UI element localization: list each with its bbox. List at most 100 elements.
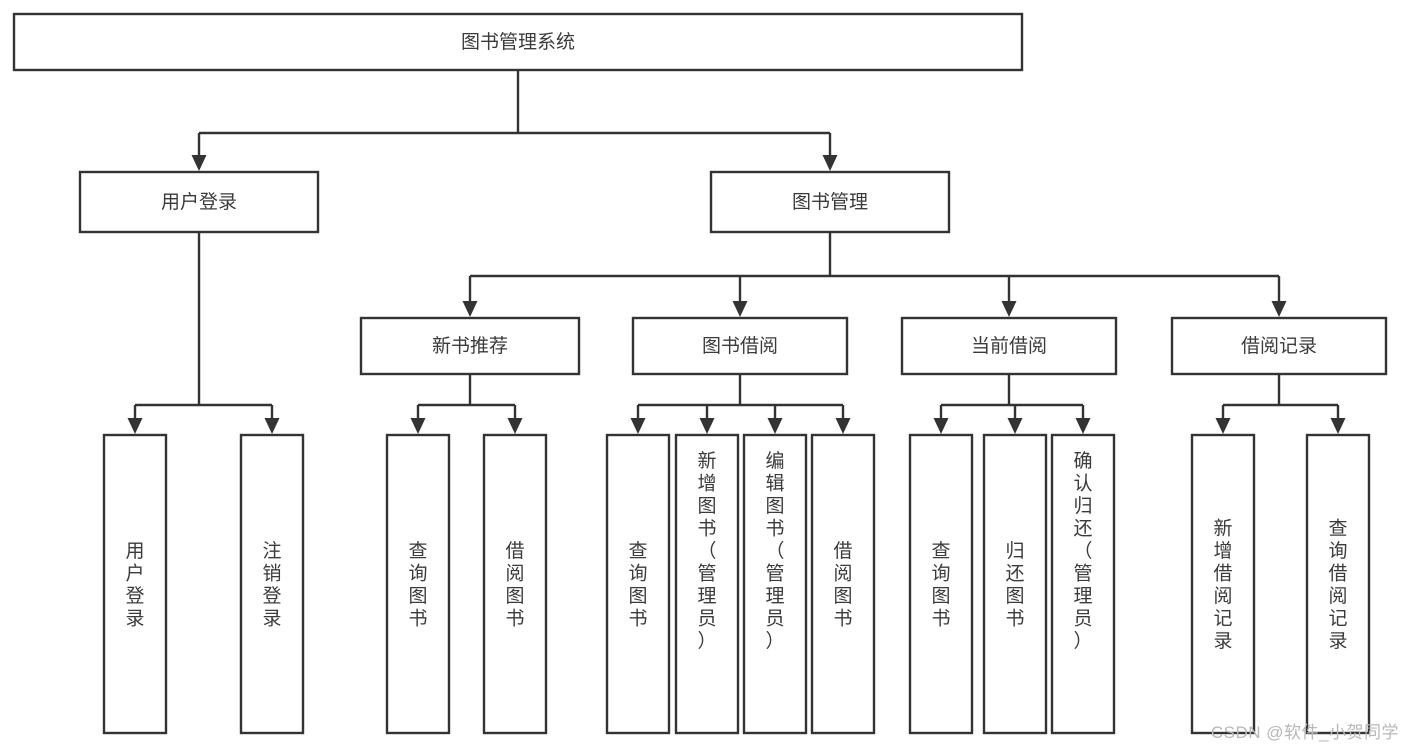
node-new-book-recommend[interactable]: 新书推荐 <box>359 316 581 376</box>
svg-text:借: 借 <box>833 540 852 562</box>
svg-text:借: 借 <box>1328 563 1347 585</box>
svg-text:（: （ <box>697 540 716 562</box>
node-label: 新书推荐 <box>432 335 508 357</box>
svg-text:增: 增 <box>697 473 716 495</box>
svg-text:借: 借 <box>505 540 524 562</box>
svg-text:（: （ <box>765 540 784 562</box>
svg-text:确: 确 <box>1073 450 1092 472</box>
svg-text:阅: 阅 <box>1213 585 1232 607</box>
svg-text:员: 员 <box>1073 609 1092 630</box>
node-root[interactable]: 图书管理系统 <box>12 12 1024 72</box>
svg-text:还: 还 <box>1005 563 1024 585</box>
svg-text:归: 归 <box>1005 540 1024 562</box>
svg-text:询: 询 <box>628 563 647 585</box>
node-book-manage[interactable]: 图书管理 <box>709 170 951 234</box>
svg-text:记: 记 <box>1213 608 1232 630</box>
connector-conn-borrow-to-leaves <box>630 374 851 434</box>
svg-text:阅: 阅 <box>833 563 852 585</box>
svg-text:查: 查 <box>931 540 950 562</box>
svg-text:还: 还 <box>1073 518 1092 540</box>
node-label: 图书借阅 <box>702 335 778 357</box>
svg-text:书: 书 <box>765 518 784 540</box>
svg-text:阅: 阅 <box>505 563 524 585</box>
svg-text:）: ） <box>697 630 716 652</box>
svg-text:销: 销 <box>262 563 281 585</box>
svg-text:询: 询 <box>408 563 427 585</box>
svg-text:录: 录 <box>125 609 144 630</box>
node-book-borrow[interactable]: 图书借阅 <box>631 316 849 376</box>
node-user-login[interactable]: 用户登录 <box>78 170 320 234</box>
svg-text:理: 理 <box>697 586 716 607</box>
svg-text:书: 书 <box>505 608 524 630</box>
svg-text:图: 图 <box>765 496 784 517</box>
svg-text:（: （ <box>1073 540 1092 562</box>
svg-text:用: 用 <box>125 541 144 562</box>
svg-text:阅: 阅 <box>1328 585 1347 607</box>
svg-text:书: 书 <box>833 608 852 630</box>
svg-text:登: 登 <box>262 585 281 607</box>
svg-text:理: 理 <box>1073 586 1092 607</box>
connector-conn-bookmanage-to-level2 <box>462 232 1287 317</box>
connector-conn-record-to-leaves <box>1215 374 1346 434</box>
svg-text:新: 新 <box>1213 518 1232 540</box>
node-layer: 图书管理系统用户登录图书管理新书推荐图书借阅当前借阅借阅记录用户登录注销登录查询… <box>12 12 1388 735</box>
svg-text:图: 图 <box>833 586 852 607</box>
node-leaf-user-login[interactable]: 用户登录 <box>102 433 168 735</box>
node-current-borrow[interactable]: 当前借阅 <box>900 316 1118 376</box>
svg-text:认: 认 <box>1073 473 1092 495</box>
svg-text:记: 记 <box>1328 608 1347 630</box>
svg-text:注: 注 <box>262 540 281 562</box>
svg-text:书: 书 <box>697 518 716 540</box>
svg-text:）: ） <box>765 630 784 652</box>
svg-text:）: ） <box>1073 630 1092 652</box>
svg-text:理: 理 <box>765 586 784 607</box>
node-borrow-record[interactable]: 借阅记录 <box>1170 316 1388 376</box>
svg-text:查: 查 <box>1328 518 1347 540</box>
connector-conn-current-to-leaves <box>933 374 1091 434</box>
svg-text:查: 查 <box>628 540 647 562</box>
svg-text:录: 录 <box>1213 631 1232 652</box>
svg-text:编: 编 <box>765 450 784 472</box>
node-label: 用户登录 <box>161 191 237 213</box>
svg-text:图: 图 <box>628 586 647 607</box>
svg-text:员: 员 <box>765 609 784 630</box>
svg-text:员: 员 <box>697 609 716 630</box>
svg-text:新: 新 <box>697 450 716 472</box>
svg-text:书: 书 <box>408 608 427 630</box>
svg-text:登: 登 <box>125 585 144 607</box>
svg-text:归: 归 <box>1073 495 1092 517</box>
svg-text:辑: 辑 <box>765 473 784 495</box>
svg-text:询: 询 <box>931 563 950 585</box>
connector-layer <box>127 70 1346 434</box>
connector-conn-userlogin-to-leaves <box>127 232 280 434</box>
node-label: 借阅记录 <box>1241 335 1317 357</box>
svg-text:询: 询 <box>1328 540 1347 562</box>
node-label: 当前借阅 <box>971 335 1047 357</box>
svg-text:图: 图 <box>408 586 427 607</box>
svg-text:管: 管 <box>697 563 716 585</box>
svg-text:管: 管 <box>765 563 784 585</box>
